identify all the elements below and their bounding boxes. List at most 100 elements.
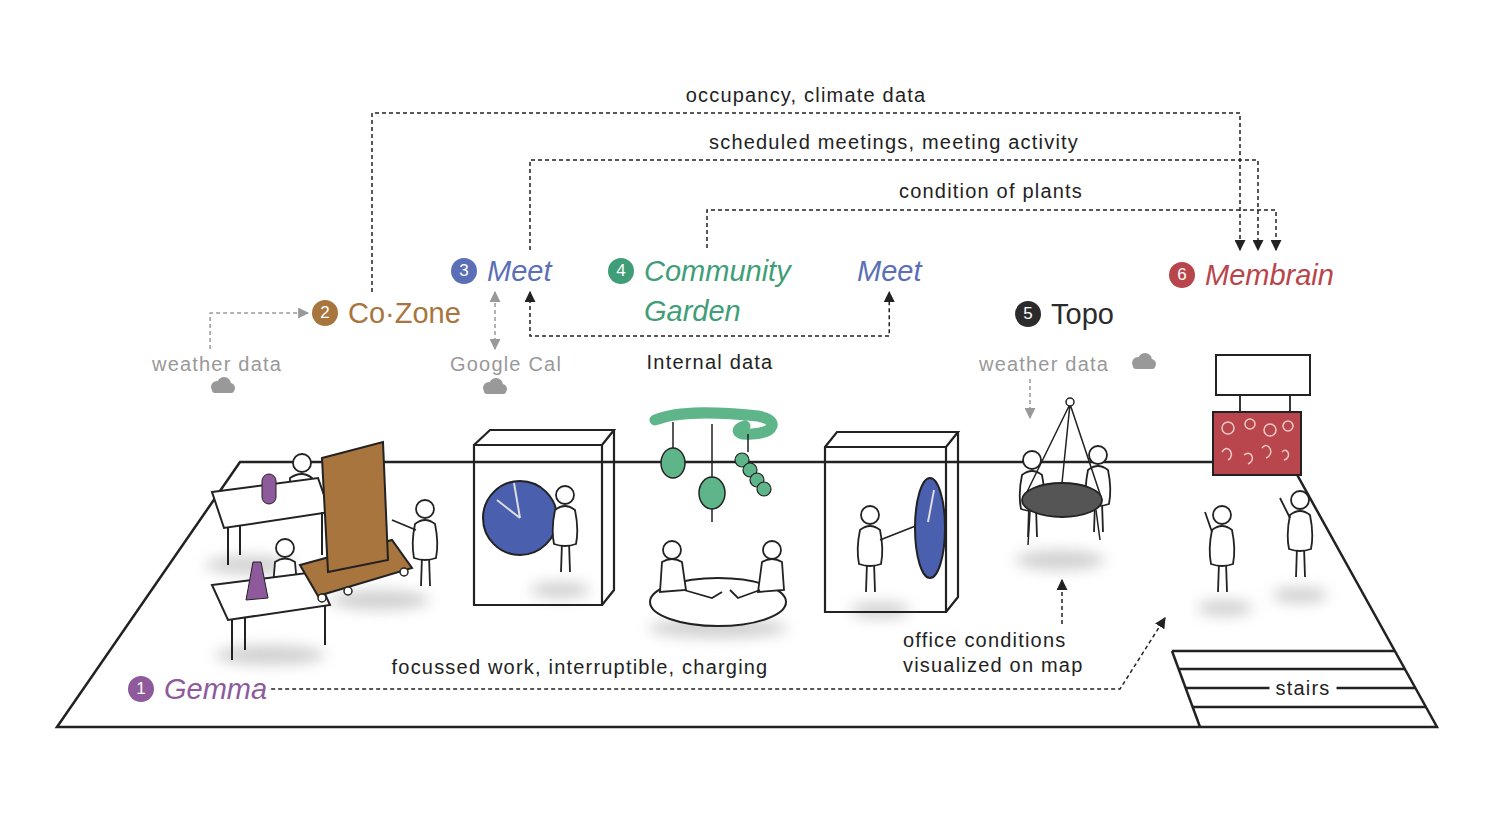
shadows	[1015, 550, 1105, 570]
flow-label: Internal data	[643, 350, 778, 374]
shadows	[1197, 600, 1253, 616]
membrain-panel	[1213, 412, 1301, 475]
gemma-desks	[276, 539, 294, 557]
shadows	[850, 602, 910, 618]
data-flow-arrow	[530, 160, 1258, 250]
component-name: Community Garden	[644, 251, 804, 331]
stairs-symbol	[1172, 651, 1200, 727]
data-source-label: Google Cal	[450, 352, 562, 376]
membrain-panel	[1288, 491, 1313, 577]
meet-booth	[928, 490, 934, 522]
data-flow-arrow	[372, 113, 1240, 292]
flow-label: focussed work, interruptible, charging	[388, 655, 773, 679]
callout-number: 2	[312, 300, 338, 326]
node-text-group: 2Co·Zone	[312, 295, 461, 331]
shadows	[1272, 587, 1328, 603]
meet-booth	[880, 525, 918, 540]
community-garden	[763, 541, 781, 559]
co-zone-board	[344, 587, 352, 595]
gemma-desks	[212, 454, 330, 660]
cloud-icon	[211, 377, 235, 393]
stairs-symbol	[1172, 651, 1426, 727]
component-node: 1 Gemma	[124, 668, 271, 710]
component-node: 6Membrain	[1165, 250, 1340, 630]
meet-booth	[915, 478, 945, 578]
node-text-group: weather data	[152, 352, 282, 376]
node-text-group: 5 Topo	[1015, 292, 1114, 332]
co-zone-board	[392, 520, 416, 530]
data-flow-arrow	[1029, 379, 1031, 418]
flow-label: condition of plants	[895, 179, 1087, 203]
community-garden	[684, 590, 722, 598]
node-text-group: Meet	[857, 253, 921, 289]
membrain-panel	[1240, 395, 1290, 413]
stairs-symbol	[1193, 706, 1426, 709]
stairs-symbol	[1172, 650, 1395, 653]
component-node: 5Topo	[1000, 418, 1125, 558]
meet-booth	[553, 486, 578, 572]
co-zone-board	[318, 594, 326, 602]
node-text-group: 6Membrain	[1169, 253, 1334, 293]
floor-label: stairs	[1270, 676, 1337, 700]
membrain-panel	[1222, 419, 1293, 464]
community-garden	[758, 559, 784, 592]
gemma-desks	[293, 454, 311, 472]
component-node: 2Co·Zone	[308, 292, 465, 334]
flow-label: occupancy, climate data	[682, 83, 931, 107]
co-zone-board	[318, 568, 408, 602]
component-name: Meet	[487, 253, 551, 289]
gemma-desks	[246, 562, 268, 600]
topo-table	[1022, 483, 1102, 517]
membrain-panel	[1222, 422, 1234, 434]
co-zone-board	[413, 500, 438, 586]
data-source-label: weather data	[152, 352, 282, 376]
node-text-group: 1 Gemma	[128, 671, 267, 707]
membrain-panel	[1245, 419, 1255, 429]
annotation: office conditions visualized on map	[903, 628, 1118, 678]
node-text-group: Google Cal	[450, 352, 562, 376]
data-source-node: Google Cal	[446, 349, 566, 379]
meet-booth	[474, 430, 614, 605]
cloud-icon	[1132, 353, 1156, 369]
callout-number: 6	[1169, 262, 1195, 288]
community-garden	[735, 453, 771, 496]
membrain-panel	[1264, 424, 1276, 436]
component-node: 4Community Garden	[604, 248, 808, 334]
community-garden	[699, 477, 725, 509]
data-source-node: weather data	[148, 349, 286, 379]
membrain-panel	[1205, 498, 1290, 532]
node-text-group: 3 Meet	[451, 253, 551, 289]
component-node: 3 Meet	[447, 250, 555, 292]
meet-booth	[825, 432, 958, 612]
membrain-panel	[1216, 355, 1310, 395]
shadows	[530, 582, 590, 598]
community-garden	[730, 590, 760, 598]
floor-plate	[57, 462, 1437, 727]
meet-booth	[497, 483, 520, 518]
flow-label: scheduled meetings, meeting activity	[705, 130, 1083, 154]
topo-table	[1028, 510, 1100, 545]
co-zone-board	[322, 442, 388, 572]
community-garden	[650, 413, 786, 626]
topo-table	[1020, 398, 1111, 545]
node-text-group: weather data	[979, 352, 1109, 376]
component-name: Topo	[1051, 296, 1114, 332]
component-name: Meet	[857, 253, 921, 289]
component-name: Gemma	[164, 671, 267, 707]
gemma-desks	[228, 512, 322, 565]
data-flow-arrow	[707, 210, 1276, 250]
membrain-panel	[1283, 421, 1293, 431]
component-node: Meet	[853, 250, 925, 292]
node-text-group: 4Community Garden	[608, 251, 804, 331]
community-garden	[660, 541, 784, 598]
gemma-desks	[232, 605, 325, 660]
data-flow-arrow	[271, 618, 1165, 689]
callout-number: 5	[1015, 301, 1041, 327]
gemma-desks	[262, 474, 276, 504]
callout-number: 3	[451, 258, 477, 284]
cloud-icon	[483, 378, 507, 394]
callout-number: 1	[128, 676, 154, 702]
membrain-panel	[1210, 506, 1235, 592]
stairs-symbol	[1179, 668, 1405, 671]
